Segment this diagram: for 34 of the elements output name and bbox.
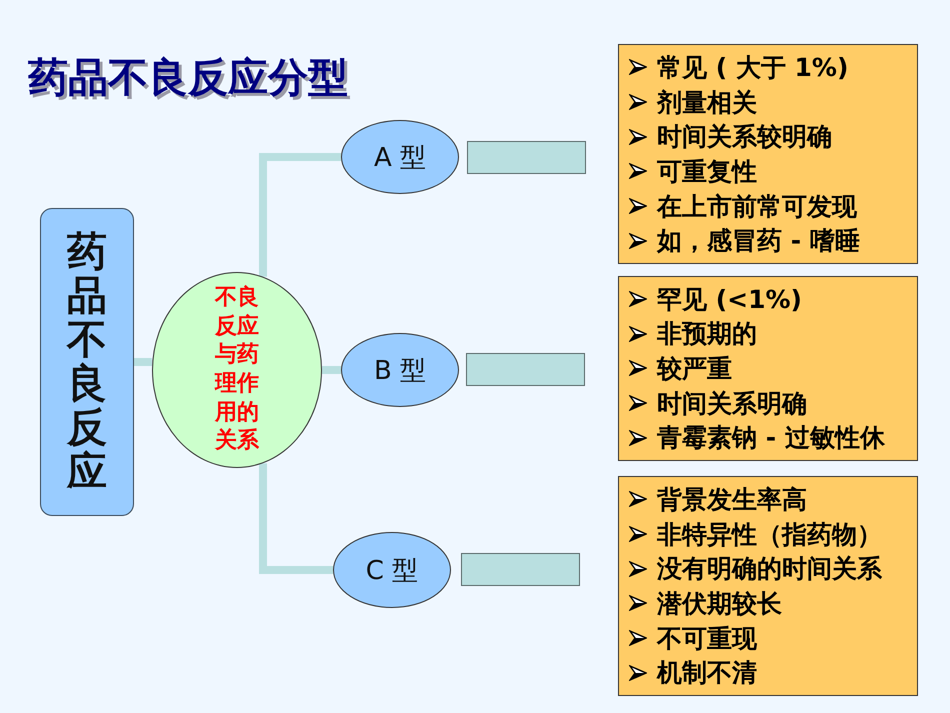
list-item-text: 可重复性 [657, 156, 757, 188]
list-item-text: 没有明确的时间关系 [657, 553, 882, 586]
list-item-text: 青霉素钠 - 过敏性休 [657, 422, 885, 454]
list-item-text: 剂量相关 [657, 86, 757, 118]
list-item-text: 非特异性（指药物） [657, 518, 882, 550]
category-box [40, 208, 134, 516]
list-item-text: 时间关系较明确 [657, 121, 832, 154]
list-item-text: 较严重 [657, 352, 732, 385]
slide-title: 药品不良反应分型 [28, 54, 348, 103]
list-item-text: 罕见 (<1%) [657, 284, 802, 316]
connector-line [134, 358, 152, 366]
connector-line [322, 366, 341, 374]
list-item-text: 非预期的 [657, 318, 757, 350]
answer-box [461, 553, 580, 586]
feature-list-box [618, 476, 918, 696]
type-label: B 型 [374, 354, 426, 388]
connector-line [259, 153, 341, 277]
type-label: A 型 [374, 142, 426, 174]
vertical-heading: 药品不良反应 [66, 230, 108, 494]
answer-box [467, 141, 586, 174]
list-item-text: 机制不清 [657, 657, 757, 690]
hub-label: 不良反应与药理作用的关系 [214, 284, 260, 456]
list-item-text: 背景发生率高 [657, 484, 807, 516]
connector-line [259, 463, 333, 574]
list-item-text: 潜伏期较长 [657, 588, 782, 620]
list-item-text: 不可重现 [657, 622, 757, 655]
list-item-text: 时间关系明确 [657, 388, 807, 420]
feature-list-box [618, 276, 918, 461]
list-item-text: 常见 ( 大于 1%) [657, 52, 848, 84]
list-item-text: 在上市前常可发现 [657, 190, 857, 223]
type-label: C 型 [366, 554, 418, 588]
feature-list-box [618, 44, 918, 264]
list-item-text: 如，感冒药 - 嗜睡 [657, 225, 860, 258]
answer-box [466, 353, 585, 386]
